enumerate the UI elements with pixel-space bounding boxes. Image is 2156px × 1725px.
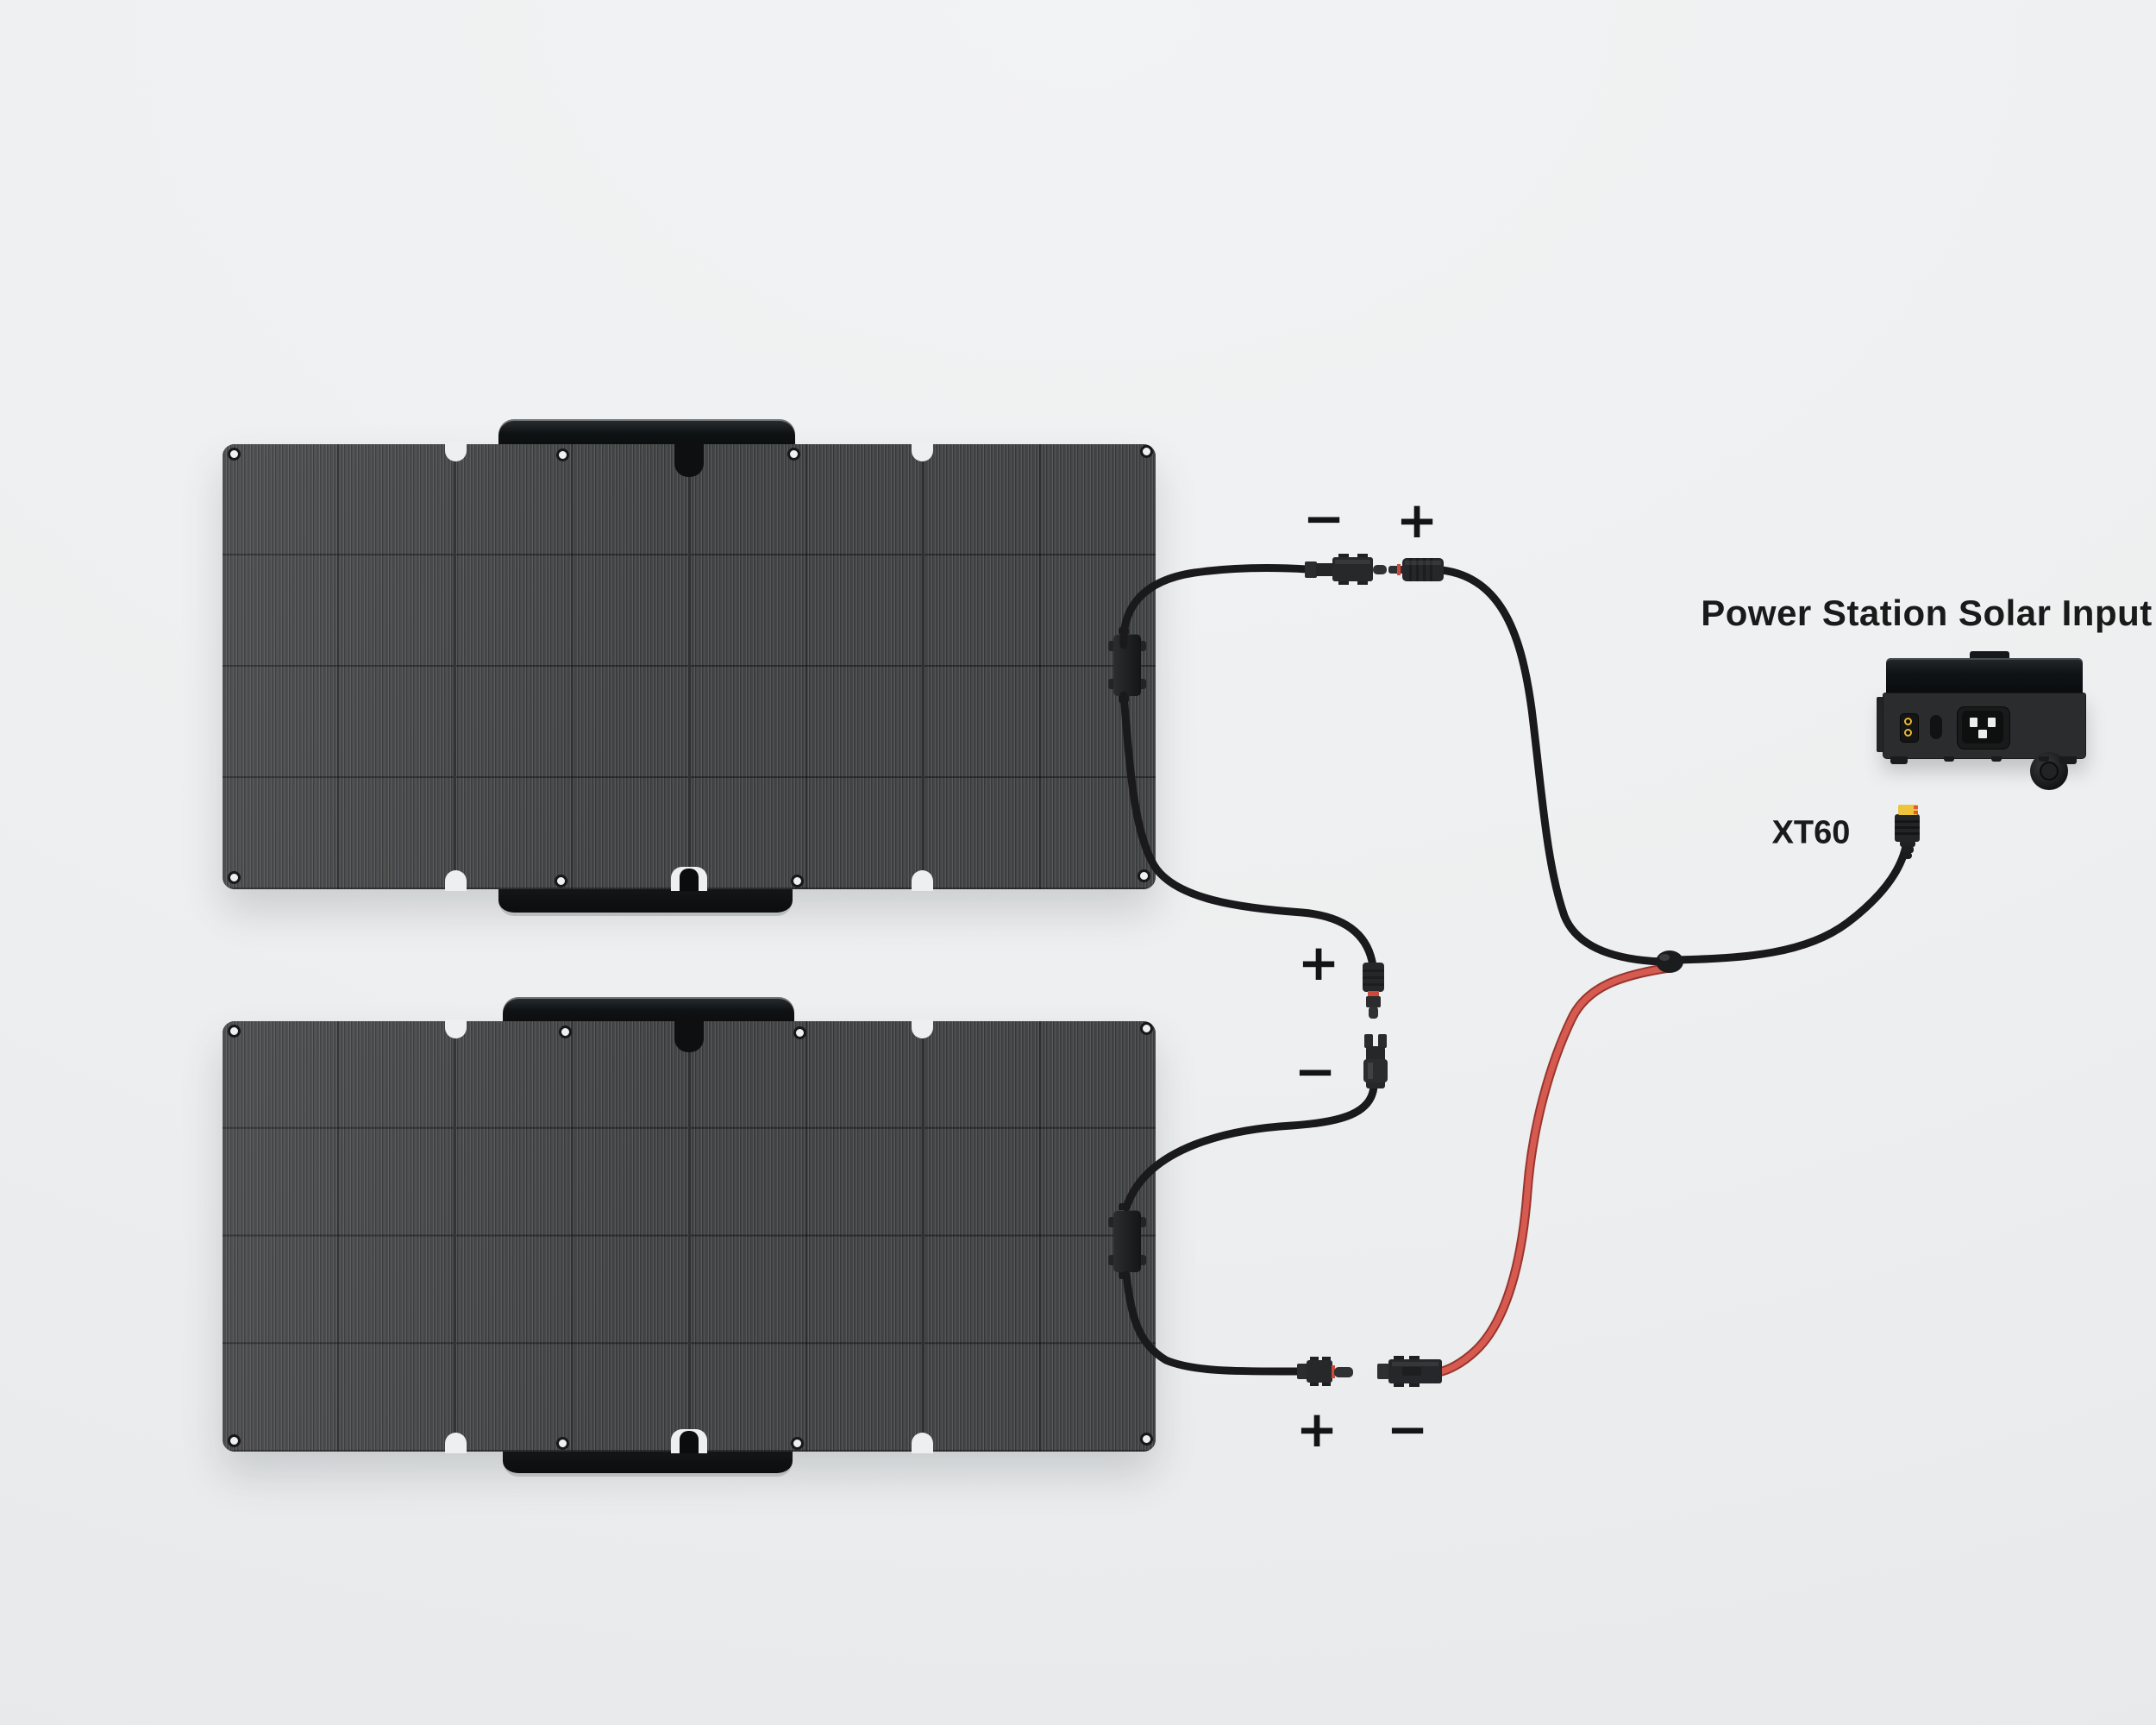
fold-notch xyxy=(445,1433,467,1453)
grommet xyxy=(559,1026,572,1038)
oval-slot-port xyxy=(1930,715,1942,739)
fold-notch xyxy=(445,870,467,891)
panel-section xyxy=(222,444,454,889)
mc4-connector-panel2-negative xyxy=(1363,1034,1388,1088)
polarity-marker-mid-plus: + xyxy=(1297,933,1340,992)
panel-section xyxy=(690,444,922,889)
panel-section xyxy=(456,444,688,889)
panel-section xyxy=(222,1021,454,1452)
power-station-lid-tab xyxy=(1970,651,2009,661)
ac-inlet-port xyxy=(1957,706,2010,750)
panel1-case-bar-bottom xyxy=(498,885,793,916)
fold-notch-handle xyxy=(674,442,704,477)
power-station-port-face xyxy=(1883,693,2086,790)
power-station xyxy=(1877,649,2086,790)
grommet xyxy=(555,875,567,888)
solar-xt60-input-port xyxy=(1900,713,1919,743)
grommet xyxy=(556,1437,569,1450)
branch-negative-cable xyxy=(1438,964,1673,1375)
power-station-label: Power Station Solar Input xyxy=(1701,593,2153,633)
panel2-case-bar-bottom xyxy=(503,1447,793,1477)
grommet xyxy=(228,871,241,884)
case-latch-tab xyxy=(680,869,699,891)
ac-pin xyxy=(1978,730,1987,738)
ac-inlet-recess xyxy=(1962,711,2003,743)
panel1-positive-cable xyxy=(1119,691,1377,970)
grommet xyxy=(1140,445,1153,458)
branch-positive-cable xyxy=(1438,566,1665,966)
power-station-lid xyxy=(1886,658,2083,693)
xt60-port-pin xyxy=(1904,718,1912,725)
grommet xyxy=(228,1025,241,1038)
power-station-foot xyxy=(2039,756,2049,762)
power-station-foot xyxy=(1890,756,1908,764)
mc4-connector-panel2-positive xyxy=(1297,1357,1353,1386)
polarity-marker-top-plus: + xyxy=(1395,491,1438,549)
xt60-connector xyxy=(1895,805,1920,859)
grommet xyxy=(1140,1022,1153,1035)
power-station-foot xyxy=(1944,756,1954,762)
grommet xyxy=(787,448,800,461)
power-station-foot xyxy=(2059,756,2077,764)
fold-notch xyxy=(445,442,467,461)
fold-notch xyxy=(912,1433,933,1453)
grommet xyxy=(228,1434,241,1447)
panel2-negative-cable xyxy=(1122,1082,1378,1212)
fold-notch xyxy=(912,870,933,891)
power-station-foot xyxy=(1991,756,2002,762)
dc-round-port-knob xyxy=(2040,762,2059,781)
polarity-marker-bottom-plus: + xyxy=(1295,1400,1338,1458)
polarity-marker-mid-minus: − xyxy=(1294,1042,1337,1101)
solar-panel-2 xyxy=(222,1021,1156,1452)
grommet xyxy=(791,1437,804,1450)
panel1-junction-box xyxy=(1113,634,1141,696)
cable-junction-ball xyxy=(1656,950,1683,973)
xt60-label: XT60 xyxy=(1771,814,1851,851)
case-latch-tab xyxy=(680,1431,699,1453)
fold-notch xyxy=(445,1019,467,1038)
solar-panel-1 xyxy=(222,444,1156,889)
panel-section xyxy=(690,1021,922,1452)
panel2-junction-box xyxy=(1113,1210,1141,1272)
mc4-connector-branch-negative xyxy=(1377,1356,1442,1387)
panel-section xyxy=(456,1021,688,1452)
branch-negative-cable-outline xyxy=(1437,963,1675,1377)
mc4-connector-panel1-positive xyxy=(1363,963,1384,1019)
grommet xyxy=(556,448,569,461)
power-station-side-flange xyxy=(1877,697,1884,752)
grommet xyxy=(791,875,804,888)
fold-notch xyxy=(912,442,933,461)
mc4-connector-panel1-negative xyxy=(1305,554,1387,585)
ac-pin xyxy=(1988,718,1996,727)
fold-notch-handle xyxy=(674,1019,704,1052)
fold-notch xyxy=(912,1019,933,1038)
ac-pin xyxy=(1970,718,1977,727)
xt60-port-pin xyxy=(1904,729,1912,737)
mc4-connector-branch-positive xyxy=(1388,558,1444,581)
polarity-marker-bottom-minus: − xyxy=(1386,1400,1429,1458)
xt60-cable xyxy=(1672,837,1911,964)
polarity-marker-top-minus: − xyxy=(1302,489,1345,548)
grommet xyxy=(228,448,241,461)
grommet xyxy=(1138,869,1150,882)
grommet xyxy=(793,1026,806,1039)
grommet xyxy=(1140,1433,1153,1446)
